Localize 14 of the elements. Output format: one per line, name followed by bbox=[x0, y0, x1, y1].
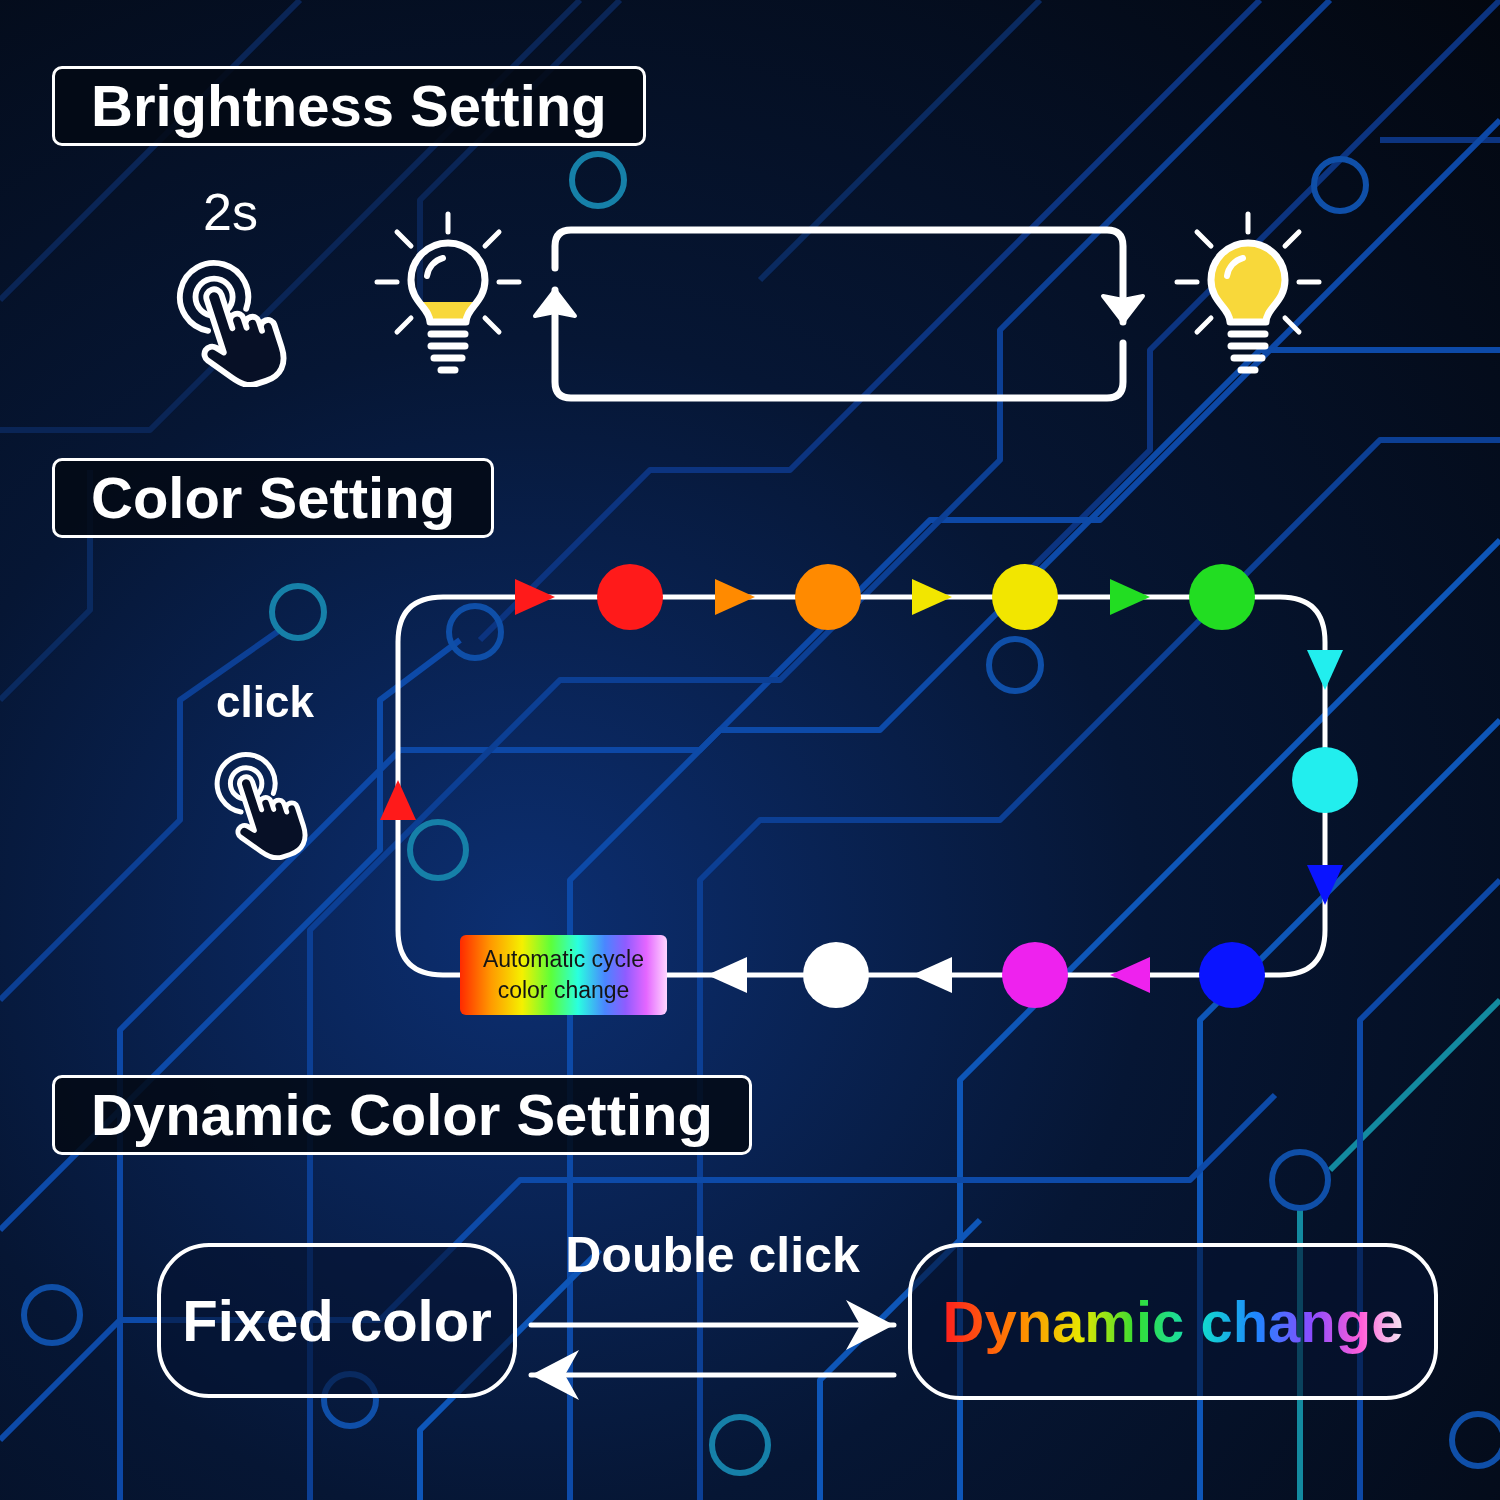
arrow bbox=[1252, 594, 1343, 750]
arrow bbox=[551, 226, 1145, 326]
section-heading: Color Setting bbox=[52, 458, 495, 538]
section-heading: Dynamic Color Setting bbox=[52, 1075, 752, 1155]
edge-label: Double click bbox=[565, 1230, 860, 1280]
arrow bbox=[528, 1300, 897, 1350]
state-box bbox=[908, 1243, 1438, 1400]
section-heading: Brightness Setting bbox=[52, 66, 646, 146]
arrow bbox=[528, 1350, 897, 1400]
state-text: Fixed color bbox=[182, 1286, 492, 1355]
action-label: click bbox=[216, 680, 314, 724]
duration-label: 2s bbox=[203, 186, 258, 238]
state-box bbox=[157, 1243, 517, 1398]
arrow bbox=[533, 286, 1127, 402]
